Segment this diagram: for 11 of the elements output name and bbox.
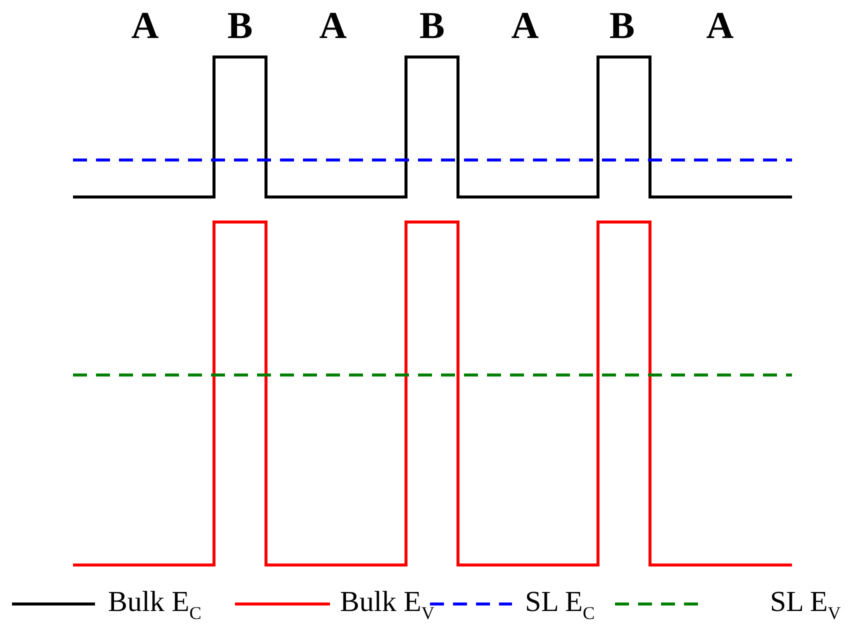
legend-label: SL E$_{V}$ bbox=[770, 586, 841, 618]
layer-label: B bbox=[608, 6, 636, 46]
layer-label: A bbox=[510, 6, 540, 46]
layer-label: A bbox=[130, 6, 160, 46]
legend-label: Bulk E$_{V}$ bbox=[340, 586, 434, 618]
layer-label: A bbox=[318, 6, 348, 46]
layer-label: B bbox=[226, 6, 254, 46]
layer-label: B bbox=[418, 6, 446, 46]
layer-label: A bbox=[705, 6, 735, 46]
legend-label: SL E$_{C}$ bbox=[525, 586, 595, 618]
legend-label: Bulk E$_{C}$ bbox=[108, 586, 202, 618]
